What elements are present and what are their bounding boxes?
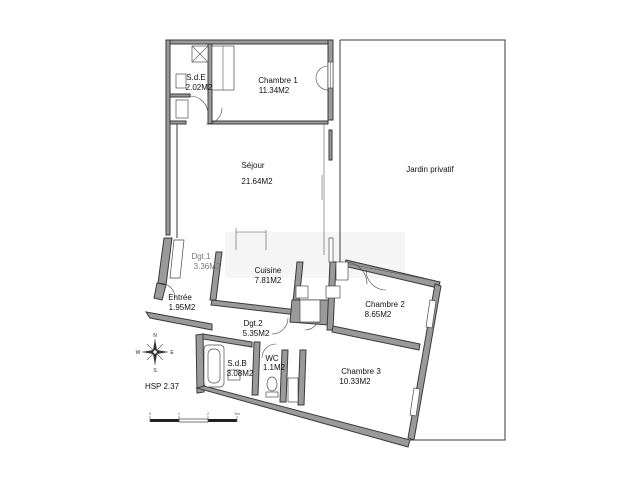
room-label-sde: S.d.E: [186, 73, 206, 82]
room-label-jardin: Jardin privatif: [406, 165, 454, 174]
room-area-cuisine: 7.81M2: [255, 276, 282, 285]
room-area-chambre1: 11.34M2: [259, 86, 290, 95]
scale-tick-0: 0: [149, 411, 152, 416]
room-area-chambre2: 8.65M2: [365, 310, 392, 319]
compass-south: S: [153, 368, 157, 374]
room-label-entree: Entrée: [168, 293, 192, 302]
fixtures: [169, 45, 349, 403]
toilet-icon: [266, 376, 278, 392]
compass-north: N: [153, 333, 157, 339]
room-area-chambre3: 10.33M2: [339, 377, 371, 386]
room-area-dgt2: 5.35M2: [243, 329, 270, 338]
washbasin-icon: [227, 369, 241, 381]
stove-icon: [295, 285, 309, 299]
room-area-dgt1: 3.36M2: [194, 262, 221, 271]
fridge-icon: [299, 299, 321, 323]
room-label-wc: WC: [265, 354, 279, 363]
interior-lines: [176, 124, 431, 281]
room-label-chambre1: Chambre 1: [258, 76, 298, 85]
shower-tray-icon: [175, 99, 189, 119]
room-area-sdb: 3.08M2: [227, 369, 254, 378]
scale-bar: 0 1 2 3m: [149, 411, 240, 423]
windows: [327, 61, 437, 417]
garden-outline: [339, 39, 506, 441]
room-label-cuisine: Cuisine: [255, 266, 282, 275]
room-label-sdb: S.d.B: [227, 359, 247, 368]
room-label-dgt1: Dgt.1: [191, 252, 211, 261]
sink-icon: [175, 73, 187, 89]
scale-tick-3: 3m: [234, 411, 240, 416]
room-labels: S.d.E 2.02M2 Chambre 1 11.34M2 Séjour 21…: [168, 73, 454, 386]
room-label-dgt2: Dgt.2: [243, 319, 263, 328]
compass-east: E: [170, 350, 174, 356]
room-label-chambre2: Chambre 2: [365, 300, 405, 309]
exterior-walls: [144, 39, 442, 448]
door-swings: [159, 65, 387, 359]
room-label-chambre3: Chambre 3: [341, 367, 381, 376]
compass-rose: N S E W: [136, 333, 175, 374]
room-area-sejour: 21.64M2: [241, 177, 273, 186]
compass-west: W: [136, 350, 141, 356]
room-area-wc: 1.1M2: [263, 363, 286, 372]
sink-icon: [325, 285, 341, 299]
room-area-sde: 2.02M2: [186, 83, 213, 92]
scale-tick-1: 1: [178, 411, 181, 416]
room-area-entree: 1.95M2: [169, 303, 196, 312]
scale-tick-2: 2: [207, 411, 210, 416]
room-label-sejour: Séjour: [241, 161, 264, 170]
hsp-label: HSP 2.37: [145, 382, 180, 391]
